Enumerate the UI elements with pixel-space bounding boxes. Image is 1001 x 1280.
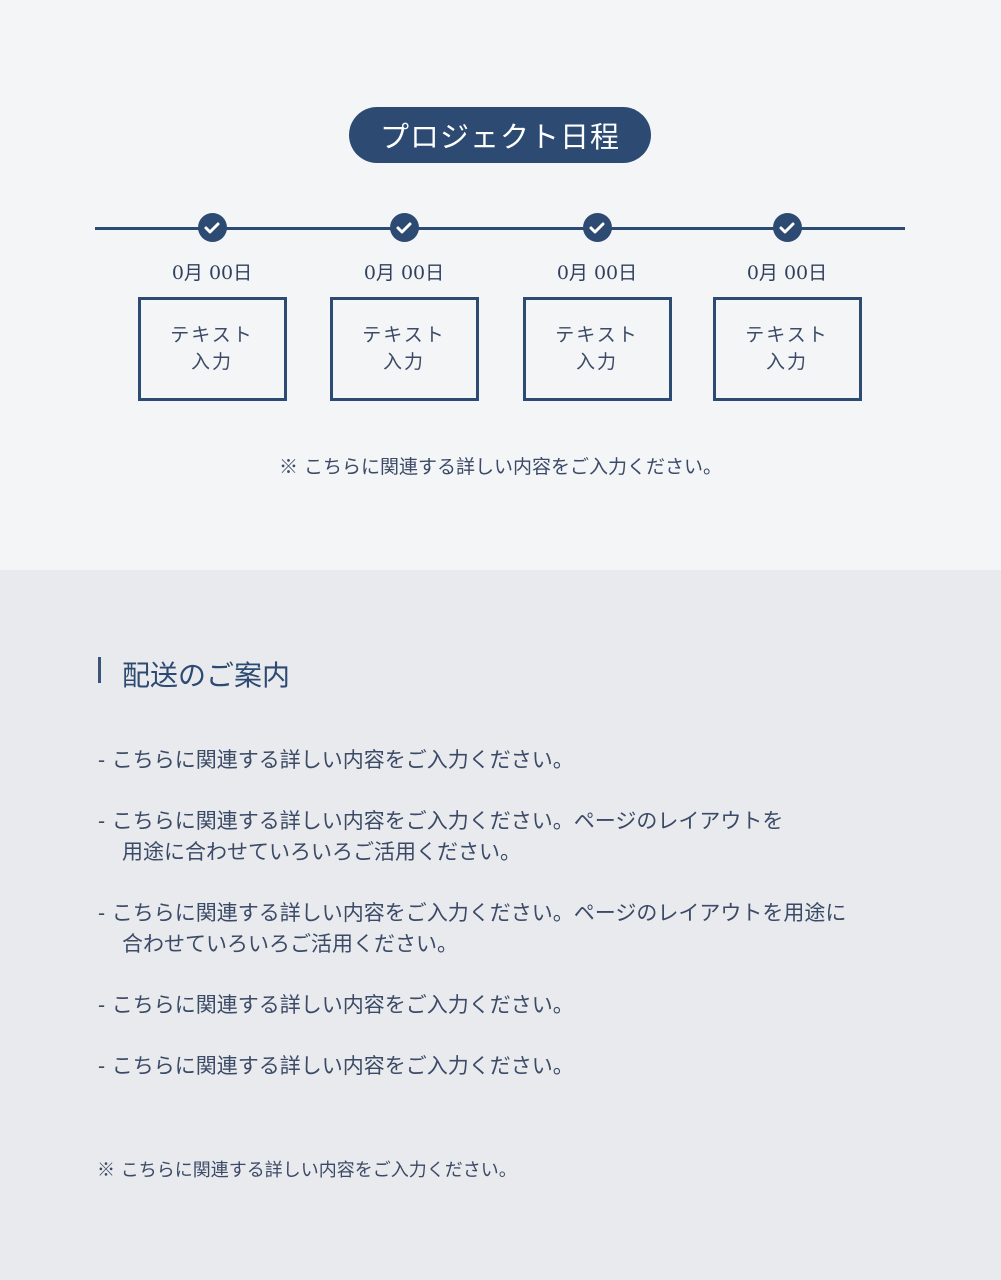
schedule-title: プロジェクト日程 <box>349 107 651 163</box>
step-text: テキスト <box>555 324 639 346</box>
step-text: 入力 <box>190 351 233 373</box>
list-item: - こちらに関連する詳しい内容をご入力ください。 <box>98 745 958 776</box>
check-circle-icon <box>389 213 419 242</box>
timeline-step: 0月 00日 テキスト入力 <box>329 213 479 401</box>
timeline-step: 0月 00日 テキスト入力 <box>522 213 672 401</box>
step-text: テキスト <box>362 324 446 346</box>
list-item: - こちらに関連する詳しい内容をご入力ください。 <box>98 1051 958 1082</box>
timeline-step: 0月 00日 テキスト入力 <box>712 213 862 401</box>
timeline-line <box>95 227 905 230</box>
delivery-note: ※ こちらに関連する詳しい内容をご入力ください。 <box>97 1160 517 1181</box>
schedule-note: ※ こちらに関連する詳しい内容をご入力ください。 <box>278 456 723 478</box>
step-date: 0月 00日 <box>556 262 638 284</box>
delivery-list: - こちらに関連する詳しい内容をご入力ください。 - こちらに関連する詳しい内容を… <box>98 745 958 1112</box>
delivery-section: 配送のご案内 - こちらに関連する詳しい内容をご入力ください。- こちらに関連す… <box>0 570 1001 1280</box>
check-circle-icon <box>197 213 227 242</box>
step-text: 入力 <box>575 351 618 373</box>
list-item-text: - こちらに関連する詳しい内容をご入力ください。ページのレイアウトを用途に <box>98 901 847 925</box>
check-circle-icon <box>772 213 802 242</box>
list-item-text: - こちらに関連する詳しい内容をご入力ください。ページのレイアウトを <box>98 809 784 833</box>
timeline-step: 0月 00日 テキスト入力 <box>137 213 287 401</box>
list-item: - こちらに関連する詳しい内容をご入力ください。ページのレイアウトを用途に合わせ… <box>98 898 958 960</box>
step-text: 入力 <box>765 351 808 373</box>
schedule-section: プロジェクト日程 0月 00日 テキスト入力 0月 00日 テキスト入力 0月 … <box>0 0 1001 570</box>
step-date: 0月 00日 <box>171 262 253 284</box>
list-item: - こちらに関連する詳しい内容をご入力ください。 <box>98 990 958 1021</box>
step-text: 入力 <box>382 351 425 373</box>
list-item-text: 用途に合わせていろいろご活用ください。 <box>122 840 521 864</box>
list-item: - こちらに関連する詳しい内容をご入力ください。ページのレイアウトを用途に合わせ… <box>98 806 958 868</box>
step-box: テキスト入力 <box>137 297 287 401</box>
delivery-heading: 配送のご案内 <box>122 659 291 692</box>
step-date: 0月 00日 <box>363 262 445 284</box>
step-text: テキスト <box>745 324 829 346</box>
step-box: テキスト入力 <box>522 297 672 401</box>
list-item-text: 合わせていろいろご活用ください。 <box>122 932 458 956</box>
list-item-text: - こちらに関連する詳しい内容をご入力ください。 <box>98 993 574 1017</box>
step-box: テキスト入力 <box>329 297 479 401</box>
step-date: 0月 00日 <box>746 262 828 284</box>
check-circle-icon <box>582 213 612 242</box>
step-text: テキスト <box>170 324 254 346</box>
list-item-text: - こちらに関連する詳しい内容をご入力ください。 <box>98 748 574 772</box>
step-box: テキスト入力 <box>712 297 862 401</box>
heading-bar <box>98 657 101 683</box>
list-item-text: - こちらに関連する詳しい内容をご入力ください。 <box>98 1054 574 1078</box>
